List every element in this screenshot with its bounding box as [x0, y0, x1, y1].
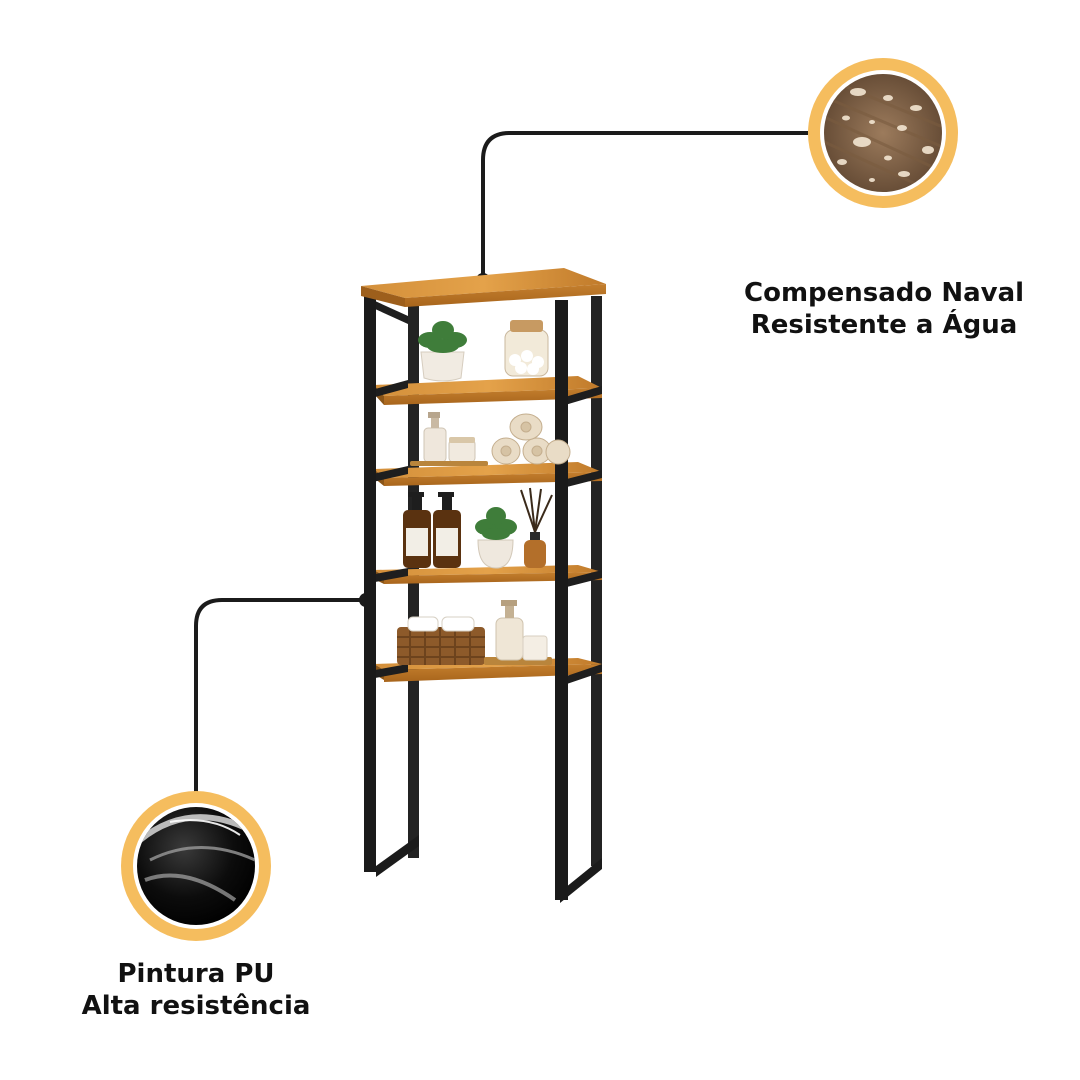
reed-diffuser [520, 487, 553, 568]
top-callout-label: Compensado Naval Resistente a Água [744, 277, 1024, 341]
cotton-jar [504, 320, 549, 377]
bottom-callout-line1: Pintura PU [117, 959, 275, 989]
pump-bottle-small [423, 412, 447, 463]
front-left-post [364, 296, 376, 872]
candle-jar [522, 635, 548, 661]
wicker-basket [397, 616, 485, 665]
bottom-callout-label: Pintura PU Alta resistência [66, 958, 326, 1022]
cream-jar [448, 437, 476, 463]
bottom-connector-line [194, 598, 366, 792]
plant-pot [418, 321, 467, 382]
glossy-black-finish-icon [121, 791, 271, 941]
pump-bottle-tall [495, 600, 524, 661]
amber-bottle-1 [403, 492, 431, 568]
top-callout-line2: Resistente a Água [750, 310, 1018, 340]
top-connector-line [481, 131, 808, 280]
top-board [361, 268, 606, 307]
water-droplets-on-wood-icon [808, 58, 958, 208]
back-right-post [591, 296, 602, 866]
rolled-towels [491, 413, 571, 465]
amber-bottle-2 [433, 492, 461, 568]
bottom-callout-line2: Alta resistência [81, 991, 311, 1021]
shelf-unit [361, 268, 606, 903]
plant-pot-small [475, 507, 517, 569]
top-callout-line1: Compensado Naval [744, 278, 1025, 308]
front-right-post [555, 300, 568, 900]
